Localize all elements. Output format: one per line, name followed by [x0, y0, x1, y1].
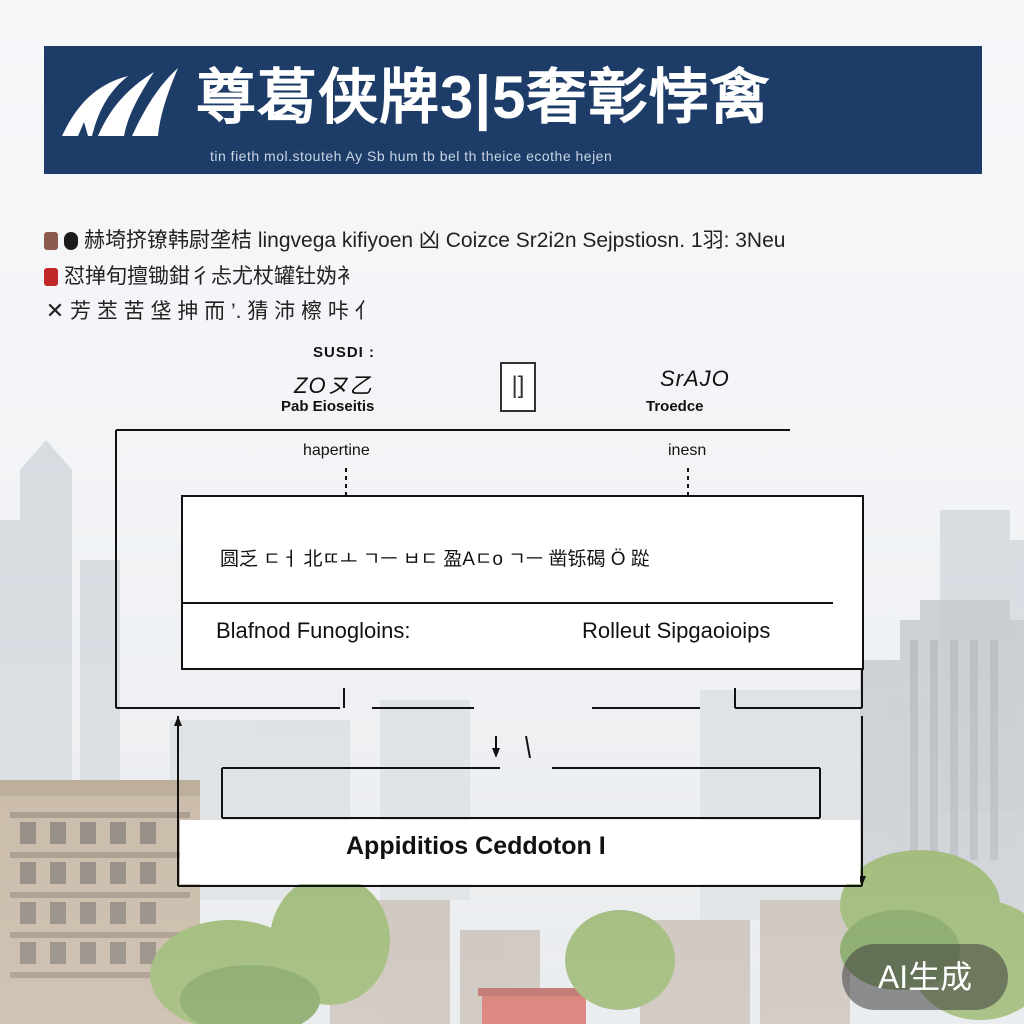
document-icon-glyph: |] — [511, 372, 525, 399]
legend-item-3: ✕芳 苤 苦 垡 抻 而 ’. 猜 沛 檫 咔 亻 — [44, 296, 924, 326]
legend-item-2: 怼掸旬擅锄鉗彳忐尤杖罐钍妫衤 — [44, 262, 924, 292]
main-box-right-label: Rolleut Sipgaoioips — [582, 618, 771, 643]
legend-text-1: 赫埼挤镣韩尉垄桔 lingvega kifiyoen 凶 Coizce Sr2i… — [84, 229, 786, 252]
main-process-box — [181, 495, 864, 670]
main-box-divider — [183, 602, 833, 604]
branch-right-label: inesn — [668, 442, 707, 459]
legend-text-3: 芳 苤 苦 垡 抻 而 ’. 猜 沛 檫 咔 亻 — [70, 300, 376, 323]
banner-title: 尊葛侠牌3|5奢彰悖禽 — [196, 64, 771, 131]
top-right-code: SrAJO — [660, 366, 730, 391]
document-icon: |] — [500, 362, 536, 412]
legend-item-1: 赫埼挤镣韩尉垄桔 lingvega kifiyoen 凶 Coizce Sr2i… — [44, 226, 924, 256]
top-right-name: Troedce — [646, 398, 704, 415]
main-box-top-text: 圆乏 ㄷㅓ 北ㄸㅗ ㄱㅡ ㅂㄷ 盈Aㄷo ㄱㅡ 凿铄碣 Ö 踨 — [220, 549, 650, 570]
main-box-left-label: Blafnod Funogloins: — [216, 618, 411, 643]
application-panel — [180, 820, 860, 884]
swatch-black-icon — [64, 232, 78, 251]
top-left-name: Pab Eioseitis — [281, 398, 375, 415]
branch-left-label: hapertine — [303, 442, 370, 459]
swatch-red-icon — [44, 268, 58, 287]
legend-text-2: 怼掸旬擅锄鉗彳忐尤杖罐钍妫衤 — [64, 265, 358, 288]
banner-subtitle: tin fieth mol.stouteh Ay Sb hum tb bel t… — [210, 148, 613, 164]
top-left-code: ZOヌ乙 — [294, 373, 373, 398]
swatch-brown-icon — [44, 232, 58, 251]
brush-logo-icon — [62, 68, 178, 136]
title-banner — [44, 46, 982, 174]
ai-generated-watermark: AI生成 — [842, 944, 1008, 1010]
cross-icon: ✕ — [45, 298, 65, 323]
application-title: Appiditios Ceddoton I — [346, 832, 606, 860]
top-left-small-label: SUSDI : — [313, 344, 376, 361]
